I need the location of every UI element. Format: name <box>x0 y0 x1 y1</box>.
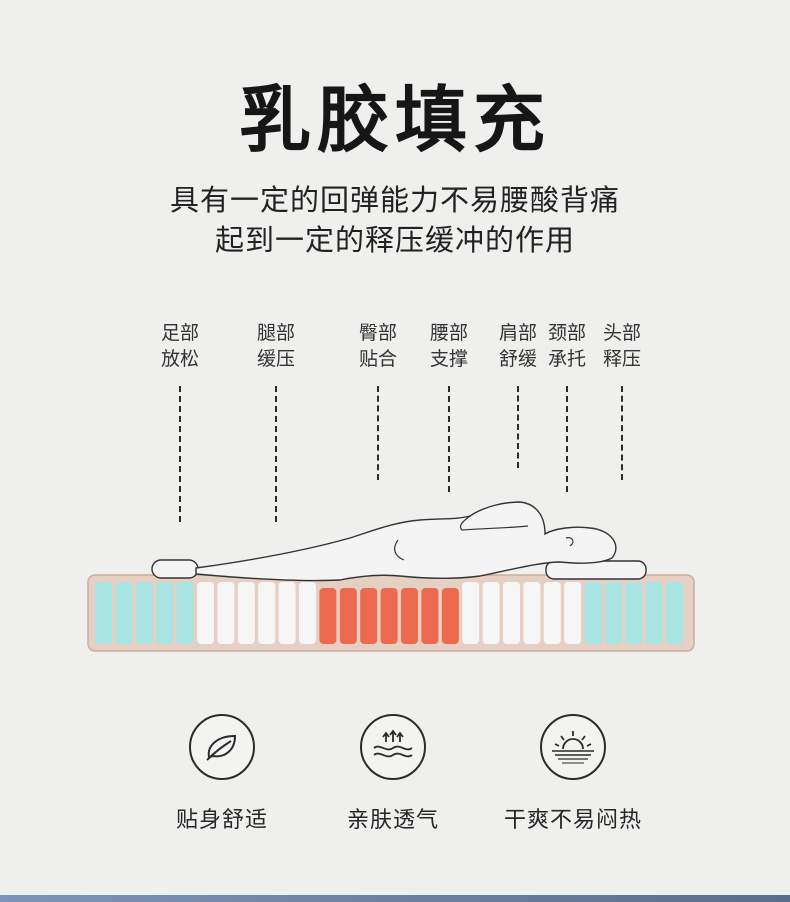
zone-label-line: 舒缓 <box>498 348 537 370</box>
zone-guide-line <box>275 386 277 522</box>
feature-dry: 干爽不易闷热 <box>473 714 673 836</box>
mattress-svg <box>87 501 695 652</box>
spring-column <box>156 582 174 644</box>
zone-label-line: 缓压 <box>256 348 295 370</box>
spring-column <box>584 582 602 644</box>
mattress-illustration <box>0 490 790 670</box>
spring-column <box>441 588 459 644</box>
zone-label-line: 颈部 <box>547 322 586 344</box>
feature-breathable: 亲肤透气 <box>293 714 493 836</box>
spring-column <box>197 582 214 644</box>
sun-horizon-icon <box>540 714 606 780</box>
spring-column <box>339 588 357 644</box>
spring-column <box>645 582 663 644</box>
subtitle-line-1: 具有一定的回弹能力不易腰酸背痛 <box>169 183 620 217</box>
zone-label-line: 腰部 <box>429 322 468 344</box>
zone-label-line: 足部 <box>160 322 199 344</box>
zone-label-line: 放松 <box>160 348 199 370</box>
hip-outline <box>394 539 405 561</box>
spring-column <box>421 588 439 644</box>
spring-column <box>503 582 520 644</box>
spring-column <box>258 582 276 644</box>
spring-column <box>625 582 643 644</box>
spring-column <box>666 582 684 644</box>
spring-column <box>462 582 480 644</box>
spring-column <box>217 582 235 644</box>
zone-guide-line <box>448 386 450 492</box>
ear-outline <box>565 537 574 547</box>
spring-column <box>564 582 582 644</box>
spring-column <box>543 582 561 644</box>
spring-column <box>299 582 316 644</box>
zone-label-line: 腿部 <box>256 322 295 344</box>
zone-guide-line <box>621 386 623 480</box>
zone-label-line: 支撑 <box>429 348 468 370</box>
spring-column <box>176 582 194 644</box>
spring-column <box>135 582 153 644</box>
spring-column <box>482 582 500 644</box>
spring-column <box>115 582 133 644</box>
pillow <box>545 560 647 580</box>
page-title: 乳胶填充 <box>238 78 551 162</box>
spring-column <box>360 588 378 644</box>
zone-label-line: 承托 <box>547 348 586 370</box>
spring-column <box>278 582 296 644</box>
leaf-icon <box>189 714 255 780</box>
spring-column <box>237 582 255 644</box>
zone-label-line: 肩部 <box>498 322 537 344</box>
zone-guide-line <box>377 386 379 480</box>
spring-column <box>605 582 622 644</box>
subtitle-line-2: 起到一定的释压缓冲的作用 <box>214 223 575 257</box>
zone-label-legs: 腿部 缓压 <box>236 320 316 372</box>
foot-cushion <box>151 559 199 579</box>
zone-label-hips: 臀部 贴合 <box>338 320 418 372</box>
feature-label: 干爽不易闷热 <box>503 808 642 833</box>
spring-column <box>523 582 541 644</box>
zone-label-line: 头部 <box>602 322 641 344</box>
zone-label-line: 释压 <box>602 348 641 370</box>
zone-label-line: 贴合 <box>358 348 397 370</box>
zone-label-shoulders: 肩部 舒缓 <box>478 320 558 372</box>
bottom-bar <box>0 895 790 902</box>
spring-column <box>401 588 418 644</box>
breathable-waves-icon <box>360 714 426 780</box>
zone-guide-line <box>179 386 181 522</box>
zone-label-neck: 颈部 承托 <box>527 320 607 372</box>
zone-label-waist: 腰部 支撑 <box>409 320 489 372</box>
feature-label: 亲肤透气 <box>346 808 439 833</box>
zone-guide-line <box>566 386 568 492</box>
feature-label: 贴身舒适 <box>175 808 268 833</box>
body-outline <box>195 501 617 582</box>
zone-guide-line <box>517 386 519 468</box>
spring-column <box>95 582 112 644</box>
zone-label-feet: 足部 放松 <box>140 320 220 372</box>
zone-label-line: 臀部 <box>358 322 397 344</box>
spring-column <box>380 588 398 644</box>
arm-outline <box>459 515 529 531</box>
spring-column <box>319 588 337 644</box>
zone-label-head: 头部 释压 <box>582 320 662 372</box>
feature-comfort: 贴身舒适 <box>122 714 322 836</box>
